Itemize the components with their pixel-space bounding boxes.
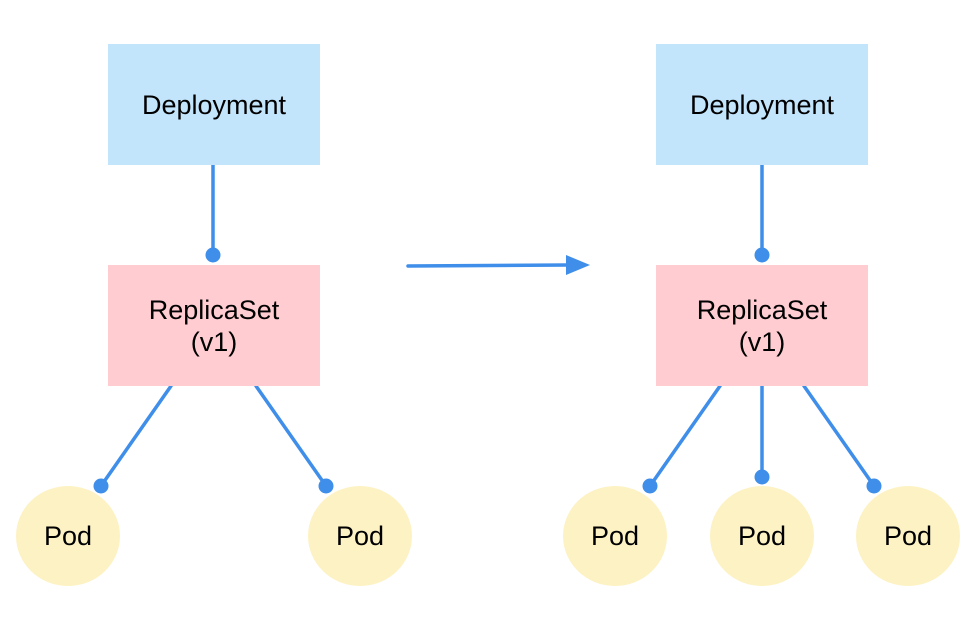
right-deployment-label: Deployment [689,89,835,120]
left-deployment-label: Deployment [141,89,287,120]
left-replicaset-pod2-link [254,384,328,488]
left-pod-1: Pod [16,486,120,586]
right-pod-2-label: Pod [737,520,787,551]
left-pod-1-label: Pod [43,520,93,551]
right-deployment-box: Deployment [656,44,868,165]
right-pod2-connector-dot [754,469,770,485]
right-pod-2: Pod [710,486,814,586]
right-pod-3: Pod [856,486,960,586]
left-replicaset-connector-dot [205,247,221,263]
right-pod-1: Pod [563,486,667,586]
right-replicaset-box: ReplicaSet (v1) [656,265,868,386]
left-deployment-box: Deployment [108,44,320,165]
right-pod3-connector-dot [866,478,882,494]
right-replicaset-pod1-link [648,384,722,488]
left-replicaset-label: ReplicaSet [148,294,280,325]
left-pod1-connector-dot [93,478,109,494]
left-pod-2-label: Pod [335,520,385,551]
transition-arrow-shaft [406,263,570,268]
transition-arrow-head [566,255,590,275]
right-replicaset-pod3-link [802,384,876,488]
left-replicaset-box: ReplicaSet (v1) [108,265,320,386]
right-pod-1-label: Pod [590,520,640,551]
right-pod1-connector-dot [642,478,658,494]
left-replicaset-pod1-link [99,384,173,488]
left-pod-2: Pod [308,486,412,586]
left-replicaset-version: (v1) [190,326,238,357]
right-pod-3-label: Pod [883,520,933,551]
right-replicaset-label: ReplicaSet [696,294,828,325]
left-pod2-connector-dot [318,478,334,494]
right-replicaset-version: (v1) [738,326,786,357]
right-replicaset-connector-dot [754,247,770,263]
